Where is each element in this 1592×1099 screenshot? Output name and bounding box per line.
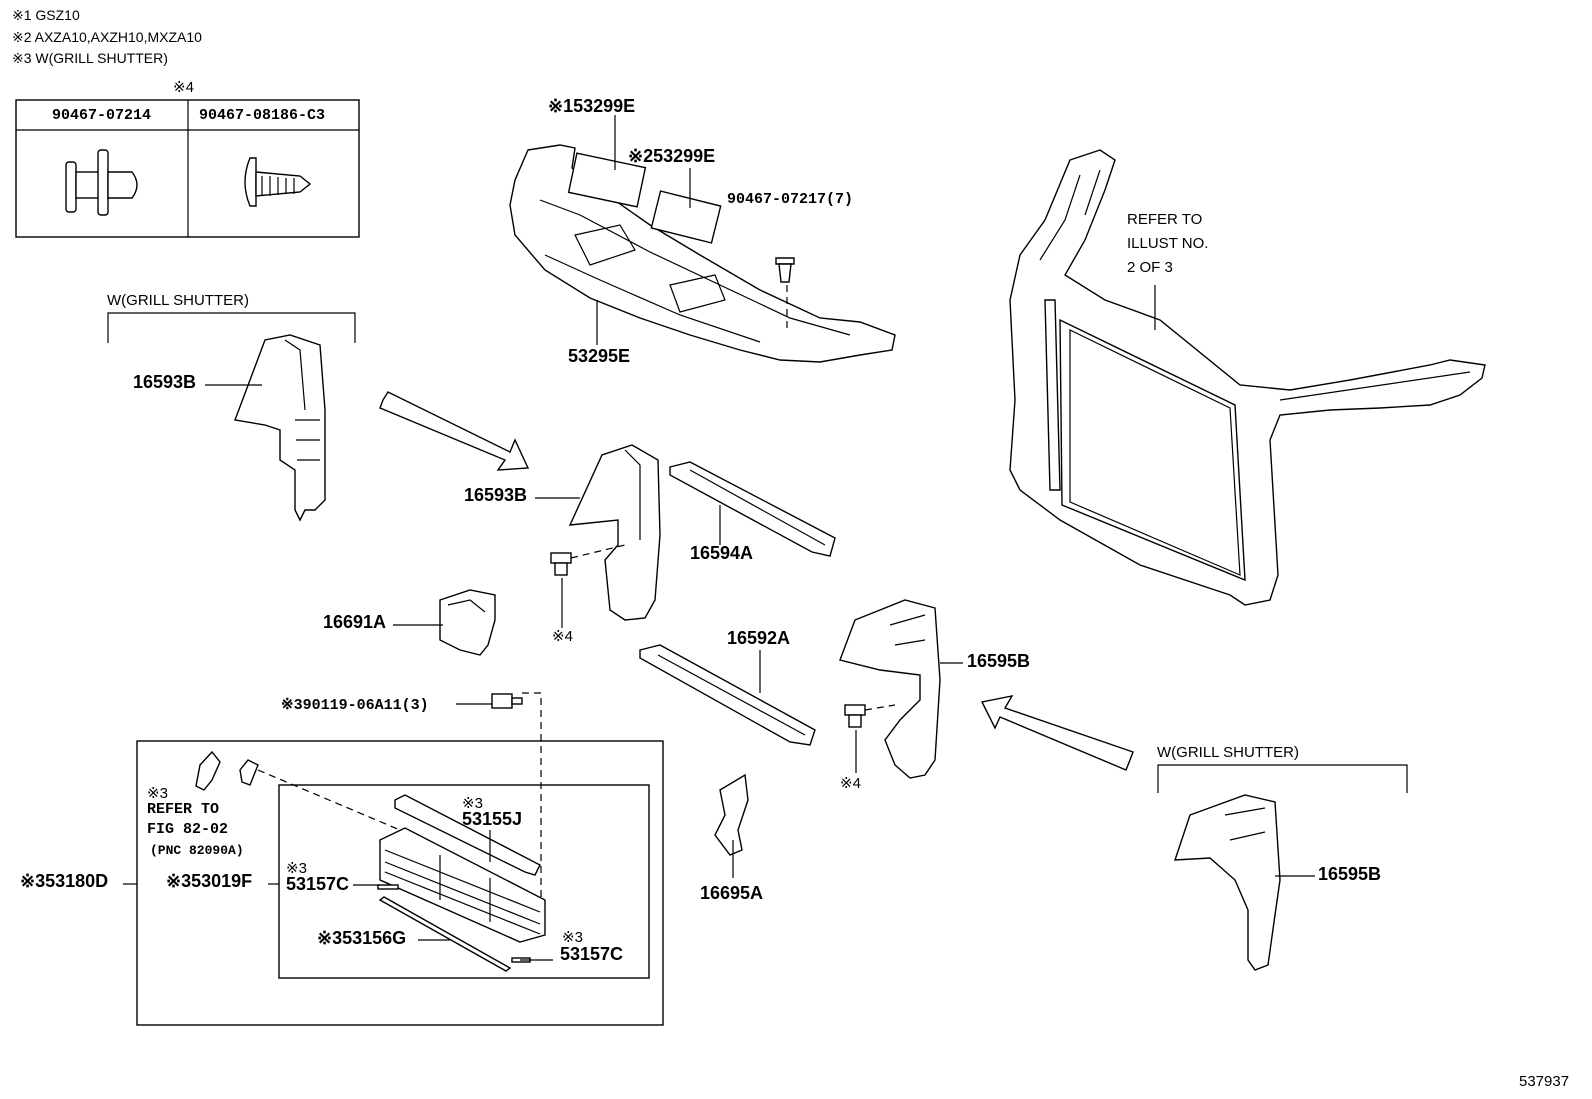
label-16593b-center[interactable]: 16593B [464,485,528,505]
grill-bracket-right [1157,764,1408,793]
label-90119-06a11[interactable]: ※390119-06A11(3) [281,697,429,714]
air-guide-16595b-center [839,599,941,779]
label-53299e-2[interactable]: ※253299E [628,146,716,166]
connector-82090a [195,750,259,791]
leader-lines [123,115,1315,961]
radiator-support-frame [1009,149,1486,606]
label-mark4-right: ※4 [840,775,861,792]
label-53156g[interactable]: ※353156G [317,928,407,948]
air-guide-16593b-left [234,334,326,522]
clip-90467-08186-illustration [244,157,312,207]
label-53157c-1-mark: ※3 [286,860,307,877]
label-16695a[interactable]: 16695A [700,883,764,903]
bolt-clip-center [550,552,572,576]
label-53155j-mark: ※3 [462,795,483,812]
note-2: ※2 AXZA10,AXZH10,MXZA10 [12,29,202,45]
refer-illust-line3: 2 OF 3 [1127,259,1173,276]
seal-16594a [669,461,836,557]
clip-90467-07214-illustration [65,149,138,216]
clip-table-col1[interactable]: 90467-07214 [52,107,152,124]
label-grill-shutter-left: W(GRILL SHUTTER) [107,292,249,309]
seal-16592a [639,644,816,746]
refer-fig-line1: REFER TO [147,801,220,818]
label-53295e[interactable]: 53295E [568,346,631,366]
grille-shutter-53019f [379,827,546,943]
bolt-90119-06a11 [491,693,523,709]
grill-bracket-left [107,312,356,343]
air-guide-16595b-right [1174,794,1281,971]
refer-illust-line2: ILLUST NO. [1127,235,1209,252]
clip-90467-07217 [775,257,795,283]
dashed-lines [257,285,896,900]
arrow-lower-right [980,695,1134,771]
refer-illust-line1: REFER TO [1127,211,1203,228]
label-grill-shutter-right: W(GRILL SHUTTER) [1157,744,1299,761]
label-53157c-2[interactable]: 53157C [560,944,624,964]
air-guide-16593b-center [568,444,661,621]
label-16595b-center[interactable]: 16595B [967,651,1031,671]
bracket-16695a [714,773,749,856]
bolt-clip-right [844,704,866,728]
label-16595b-right[interactable]: 16595B [1318,864,1382,884]
clip-table-mark: ※4 [173,79,194,96]
clip-53157c-1 [377,884,399,890]
label-16594a[interactable]: 16594A [690,543,754,563]
label-53019f[interactable]: ※353019F [166,871,253,891]
grill-shutter-outer-box [136,740,664,1026]
seal-53155j [394,794,541,876]
label-16593b-left[interactable]: 16593B [133,372,197,392]
note-3: ※3 W(GRILL SHUTTER) [12,50,168,66]
clip-table [15,99,360,238]
label-53155j[interactable]: 53155J [462,809,523,829]
figure-id: 537937 [1519,1073,1570,1090]
clip-table-col2[interactable]: 90467-08186-C3 [199,107,326,124]
pad-53299e-1 [567,152,647,208]
label-53157c-2-mark: ※3 [562,929,583,946]
label-53180d[interactable]: ※353180D [20,871,109,891]
note-1: ※1 GSZ10 [12,7,80,23]
refer-fig-line3: (PNC 82090A) [150,843,244,858]
arrow-upper-left [379,391,530,471]
label-16691a[interactable]: 16691A [323,612,387,632]
label-53157c-1[interactable]: 53157C [286,874,350,894]
refer-fig-mark: ※3 [147,785,168,802]
label-53299e-1[interactable]: ※153299E [548,96,636,116]
label-mark4-center: ※4 [552,628,573,645]
radiator-support-cover-53295e [509,144,896,363]
label-16592a[interactable]: 16592A [727,628,791,648]
grill-shutter-inner-box [278,784,650,979]
strip-53156g [378,896,512,972]
label-90467-07217[interactable]: 90467-07217(7) [727,191,854,208]
refer-fig-line2: FIG 82-02 [147,821,229,838]
bracket-16691a [439,589,496,656]
